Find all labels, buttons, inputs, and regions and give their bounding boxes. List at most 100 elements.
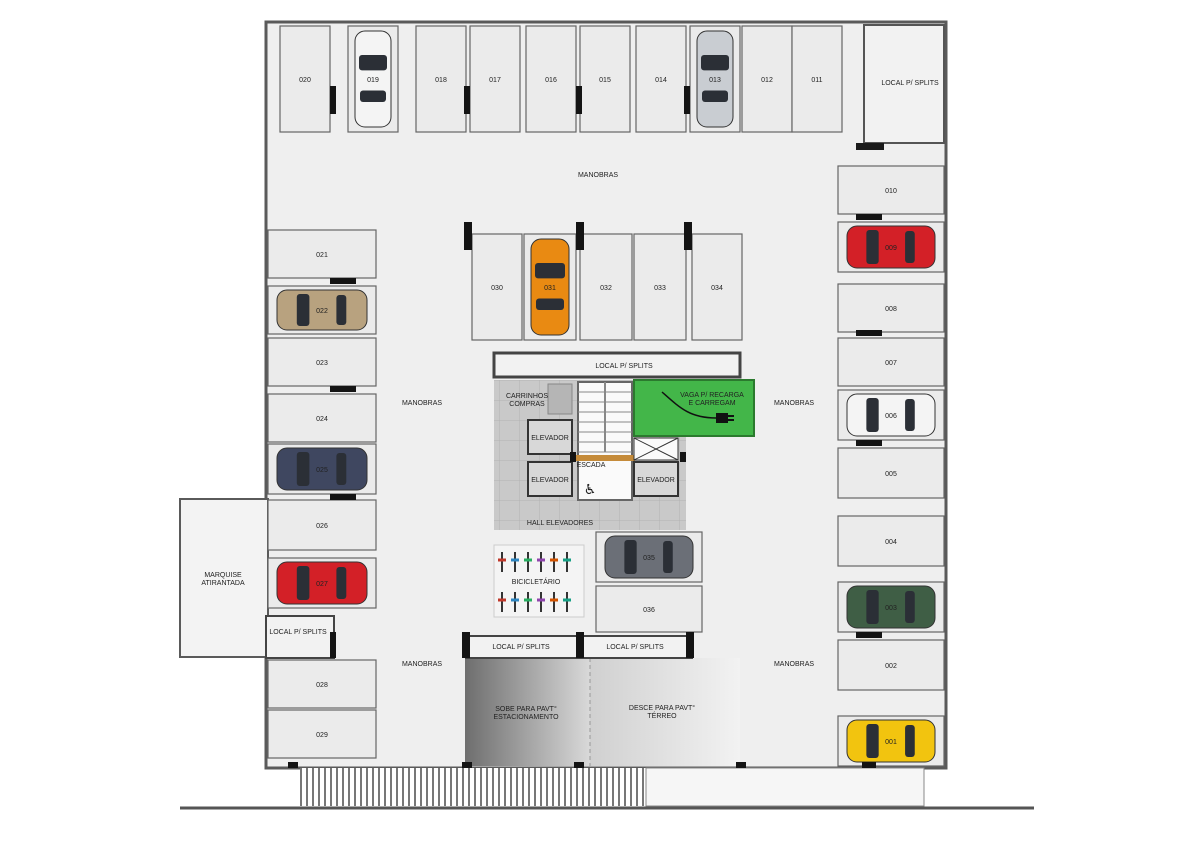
structural-column xyxy=(684,222,692,250)
space-number-006: 006 xyxy=(885,413,897,420)
parking-space-022: 022 xyxy=(267,285,377,335)
local-splits-ramp-2-label: LOCAL P/ SPLITS xyxy=(606,644,664,651)
space-number-007: 007 xyxy=(885,360,897,367)
parking-space-031: 031 xyxy=(523,233,577,341)
structural-column xyxy=(576,86,582,114)
space-number-017: 017 xyxy=(489,77,501,84)
bicicletario-label: BICICLETÁRIO xyxy=(512,577,561,586)
space-number-001: 001 xyxy=(885,739,897,746)
parking-space-008: 008 xyxy=(837,283,945,333)
space-number-011: 011 xyxy=(811,77,822,84)
structural-column xyxy=(330,86,336,114)
structural-column xyxy=(856,330,882,336)
stair-landing xyxy=(575,455,635,461)
column xyxy=(856,143,884,150)
local-splits-core xyxy=(492,351,742,379)
parking-space-027: 027 xyxy=(267,557,377,609)
structural-column xyxy=(856,440,882,446)
space-number-030: 030 xyxy=(491,285,503,292)
parking-space-005: 005 xyxy=(837,447,945,499)
structural-column xyxy=(462,632,470,658)
structural-column xyxy=(330,494,356,500)
car-031 xyxy=(530,238,570,336)
escada-label: ESCADA xyxy=(577,462,606,469)
ev-charging-label-1: VAGA P/ RECARGA xyxy=(680,392,744,399)
car-013 xyxy=(696,30,734,128)
structural-column xyxy=(330,632,336,658)
space-number-025: 025 xyxy=(316,467,328,474)
parking-space-016: 016 xyxy=(525,25,577,133)
parking-space-032: 032 xyxy=(579,233,633,341)
local-splits-top-right xyxy=(863,24,945,144)
shopping-carts xyxy=(547,383,573,415)
bicycle-icon xyxy=(511,592,519,612)
local-splits-top-right-label: LOCAL P/ SPLITS xyxy=(881,80,939,87)
space-number-022: 022 xyxy=(316,308,328,315)
space-number-020: 020 xyxy=(299,77,311,84)
parking-space-014: 014 xyxy=(635,25,687,133)
structural-column xyxy=(330,386,356,392)
bicycle-icon xyxy=(524,592,532,612)
space-number-008: 008 xyxy=(885,306,897,313)
car-001 xyxy=(846,719,936,763)
parking-space-013: 013 xyxy=(689,25,741,133)
parking-space-001: 001 xyxy=(837,715,945,767)
bicycle-icons xyxy=(498,552,571,612)
structural-column xyxy=(856,632,882,638)
space-number-015: 015 xyxy=(599,77,611,84)
structural-column xyxy=(686,632,694,658)
bicycle-icon xyxy=(498,592,506,612)
space-number-005: 005 xyxy=(885,471,897,478)
structural-column xyxy=(330,278,356,284)
carrinhos-label-1: CARRINHOS xyxy=(506,393,548,400)
ramp-down-label-2: TÉRREO xyxy=(647,711,677,720)
accessibility-icon: ♿ xyxy=(584,482,597,498)
space-number-002: 002 xyxy=(885,663,897,670)
elevator-2-label: ELEVADOR xyxy=(531,477,569,484)
parking-space-015: 015 xyxy=(579,25,631,133)
parking-space-029: 029 xyxy=(267,709,377,759)
elevator-3-label: ELEVADOR xyxy=(637,477,675,484)
car-003 xyxy=(846,585,936,629)
space-number-012: 012 xyxy=(761,77,773,84)
bicycle-icon xyxy=(550,552,558,572)
parking-space-002: 002 xyxy=(837,639,945,691)
car-022 xyxy=(276,289,368,331)
ramp-up-label-1: SOBE PARA PAVT° xyxy=(495,705,557,713)
manobras-right: MANOBRAS xyxy=(774,400,814,407)
parking-space-030: 030 xyxy=(471,233,523,341)
structural-column xyxy=(736,762,746,768)
space-number-014: 014 xyxy=(655,77,667,84)
car-019 xyxy=(354,30,392,128)
space-number-031: 031 xyxy=(544,285,556,292)
structural-column xyxy=(464,222,472,250)
space-number-003: 003 xyxy=(885,605,897,612)
space-number-013: 013 xyxy=(709,77,721,84)
structural-column xyxy=(576,222,584,250)
local-splits-core-label: LOCAL P/ SPLITS xyxy=(595,363,653,370)
space-number-009: 009 xyxy=(885,245,897,252)
marquise-area xyxy=(179,498,269,658)
space-number-035: 035 xyxy=(643,555,655,562)
elevator-2 xyxy=(527,461,573,497)
parking-space-004: 004 xyxy=(837,515,945,567)
space-number-019: 019 xyxy=(367,77,379,84)
parking-space-023: 023 xyxy=(267,337,377,387)
space-number-024: 024 xyxy=(316,416,328,423)
parking-space-035: 035 xyxy=(595,531,703,583)
structural-column xyxy=(574,762,584,768)
space-number-021: 021 xyxy=(316,252,328,259)
space-number-034: 034 xyxy=(711,285,723,292)
bicycle-icon xyxy=(550,592,558,612)
parking-space-020: 020 xyxy=(279,25,331,133)
ramp-up xyxy=(465,658,590,766)
structural-column xyxy=(462,762,472,768)
plug-icon xyxy=(661,391,734,423)
manobras-left: MANOBRAS xyxy=(402,400,442,407)
parking-space-012: 012 xyxy=(741,25,793,133)
car-035 xyxy=(604,535,694,579)
entrance-grate xyxy=(300,768,646,806)
space-number-027: 027 xyxy=(316,581,328,588)
